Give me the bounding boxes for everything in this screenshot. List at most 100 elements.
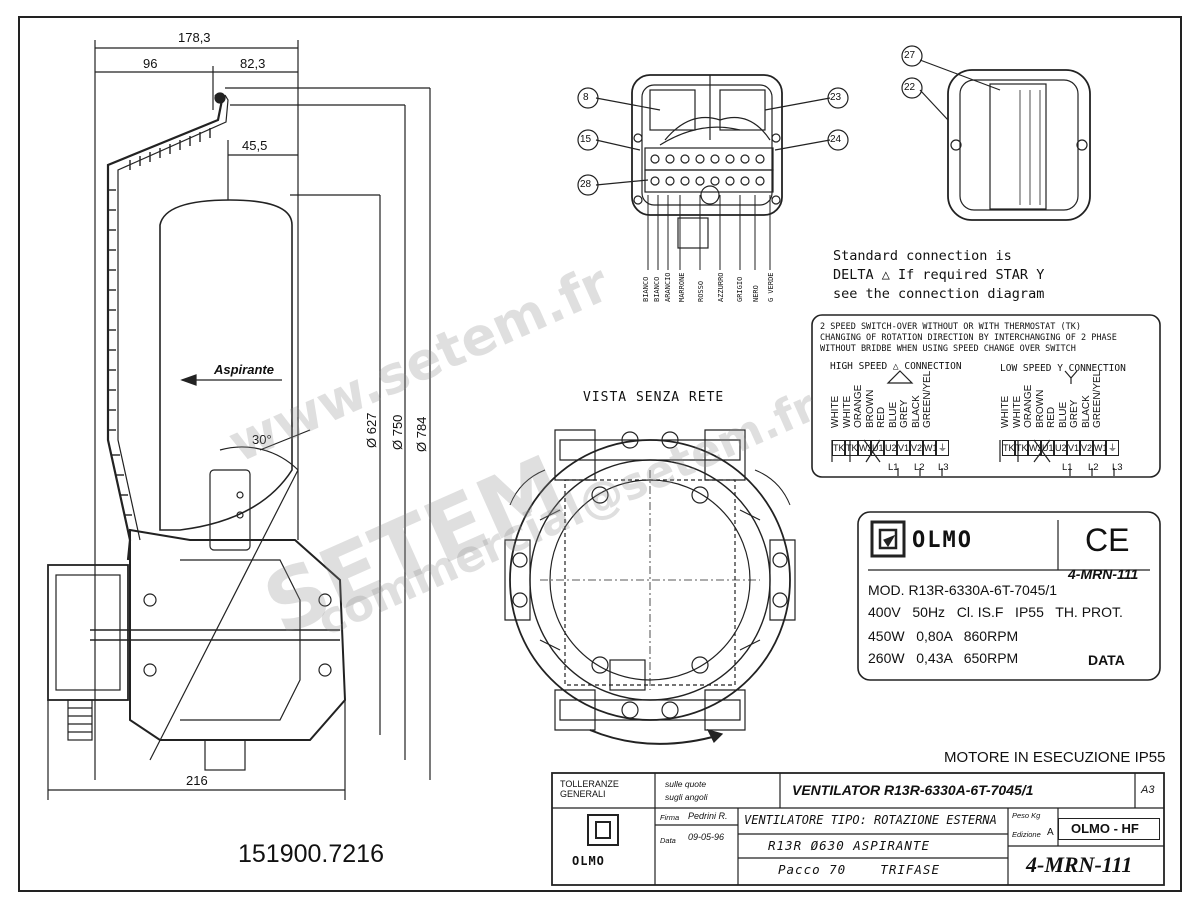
wire-color-label: BROWN (1034, 389, 1046, 428)
terminal-cell: TK (1002, 440, 1015, 456)
callout-8: 8 (583, 92, 589, 103)
wire-color-label: BLUE (887, 401, 899, 428)
dim-bottom-width: 216 (186, 773, 208, 788)
high-speed-label: HIGH SPEED △ CONNECTION (830, 361, 962, 372)
nameplate-row-low: 260W 0,43A 650RPM (868, 650, 1019, 666)
terminal-cell: V2 (910, 440, 923, 456)
line-label-l3: L3 (1112, 462, 1123, 473)
motor-note: MOTORE IN ESECUZIONE IP55 (944, 749, 1166, 766)
line-label-l1: L1 (888, 462, 899, 473)
wiring-box-header: 2 SPEED SWITCH-OVER WITHOUT OR WITH THER… (820, 322, 1117, 355)
tb-edition-value: A (1047, 827, 1054, 838)
connection-note-line: see the connection diagram (833, 286, 1045, 302)
wiring-header-line: CHANGING OF ROTATION DIRECTION BY INTERC… (820, 333, 1117, 343)
callout-15: 15 (580, 134, 592, 145)
nameplate-data: DATA (1088, 652, 1125, 668)
callout-27: 27 (904, 50, 916, 61)
terminal-cell: V2 (1080, 440, 1093, 456)
nameplate-row-high: 450W 0,80A 860RPM (868, 628, 1019, 644)
callout-24: 24 (830, 134, 842, 145)
wire-color-label: WHITE (841, 395, 853, 428)
nameplate-model: MOD. R13R-6330A-6T-7045/1 (868, 582, 1058, 598)
tb-code: 4-MRN-111 (1026, 852, 1133, 877)
connection-note-line: DELTA △ If required STAR Y (833, 267, 1045, 283)
terminal-cell: U1 (1041, 440, 1054, 456)
terminal-cell: U2 (1054, 440, 1067, 456)
tb-ventilator: VENTILATOR R13R-6330A-6T-7045/1 (792, 782, 1034, 798)
terminal-cell: W2 (858, 440, 873, 456)
wire-color-label: BLACK (1080, 395, 1092, 428)
nameplate-spec: 400V 50Hz Cl. IS.F IP55 TH. PROT. (868, 604, 1123, 620)
connection-note: Standard connection is DELTA △ If requir… (833, 247, 1044, 304)
dim-inner: 45,5 (242, 138, 268, 153)
wire-color-label: BROWN (864, 389, 876, 428)
terminal-cell: W1 (923, 440, 938, 456)
tb-olmo-hf: OLMO - HF (1071, 821, 1139, 836)
tb-edition-label: Edizione (1012, 830, 1041, 839)
line-label-l1: L1 (1062, 462, 1073, 473)
tb-firma-label: Firma (660, 813, 680, 822)
tb-tolerances: TOLLERANZE GENERALI (560, 779, 619, 799)
terminal-cell: TK (845, 440, 858, 456)
dim-left-part: 96 (143, 56, 158, 71)
low-speed-label: LOW SPEED Y CONNECTION (1000, 363, 1126, 374)
terminal-cell: U1 (871, 440, 884, 456)
wire-color-label: WHITE (1000, 395, 1011, 428)
connection-note-line: Standard connection is (833, 248, 1012, 264)
ce-mark: CE (1085, 522, 1130, 558)
flow-direction-label: Aspirante (214, 362, 274, 377)
tb-olmo-hf-box: OLMO - HF (1058, 818, 1160, 840)
wiring-header-line: WITHOUT BRIDBE WHEN USING SPEED CHANGE O… (820, 344, 1076, 354)
dim-right-part: 82,3 (240, 56, 266, 71)
terminal-cell: TK (1015, 440, 1028, 456)
wire-color-label: GREEN/YEL (1092, 370, 1103, 428)
wire-label: G VERDE (767, 272, 775, 302)
wire-color-label: GREY (1069, 399, 1080, 428)
tb-date-label: Data (660, 836, 676, 845)
terminal-cell: V1 (1067, 440, 1080, 456)
line-label-l3: L3 (938, 462, 949, 473)
tb-weight-label: Peso Kg (1012, 811, 1041, 820)
terminal-cell: TK (832, 440, 845, 456)
wire-label: MARRONE (678, 272, 686, 302)
line-label-l2: L2 (914, 462, 925, 473)
drawing-number: 151900.7216 (238, 840, 384, 868)
terminal-cell: ⏚ (1106, 440, 1119, 456)
wire-color-label: WHITE (1011, 395, 1023, 428)
wire-label: BIANCO (653, 276, 661, 302)
callout-22: 22 (904, 82, 916, 93)
wire-color-label: ORANGE (853, 384, 864, 428)
wire-label: ARANCIO (664, 272, 672, 302)
view-label: VISTA SENZA RETE (583, 390, 725, 405)
wire-label: NERO (752, 285, 760, 302)
wire-label: BIANCO (642, 276, 650, 302)
wire-color-label: ORANGE (1023, 384, 1034, 428)
nameplate-brand: OLMO (912, 528, 973, 553)
terminal-cell: U2 (884, 440, 897, 456)
wire-color-label: GREEN/YEL (922, 370, 933, 428)
dim-total-width: 178,3 (178, 30, 211, 45)
terminal-cell: W2 (1028, 440, 1043, 456)
wire-color-label: BLACK (910, 395, 922, 428)
wire-color-label: RED (876, 406, 887, 428)
tb-on-angles: sugli angoli (665, 792, 708, 802)
wiring-header-line: 2 SPEED SWITCH-OVER WITHOUT OR WITH THER… (820, 322, 1081, 332)
wire-color-label: RED (1046, 406, 1057, 428)
nameplate-code: 4-MRN-111 (1068, 566, 1139, 582)
wire-color-label: WHITE (830, 395, 841, 428)
terminal-cell: V1 (897, 440, 910, 456)
tb-sheet: A3 (1141, 784, 1155, 796)
wire-color-label: BLUE (1057, 401, 1069, 428)
wire-label: GRIGIO (736, 276, 744, 302)
tb-firma: Pedrini R. (688, 811, 728, 821)
tb-date: 09-05-96 (688, 832, 725, 842)
tb-line-3: Pacco 70 TRIFASE (778, 862, 940, 877)
tb-logo: OLMO (572, 854, 605, 868)
line-label-l2: L2 (1088, 462, 1099, 473)
wire-label: AZZURRO (717, 272, 725, 302)
tb-on-dims: sulle quote (665, 779, 707, 789)
dim-diameter-784: Ø 784 (414, 416, 429, 452)
wire-color-label: GREY (899, 399, 910, 428)
terminal-cell: W1 (1093, 440, 1108, 456)
